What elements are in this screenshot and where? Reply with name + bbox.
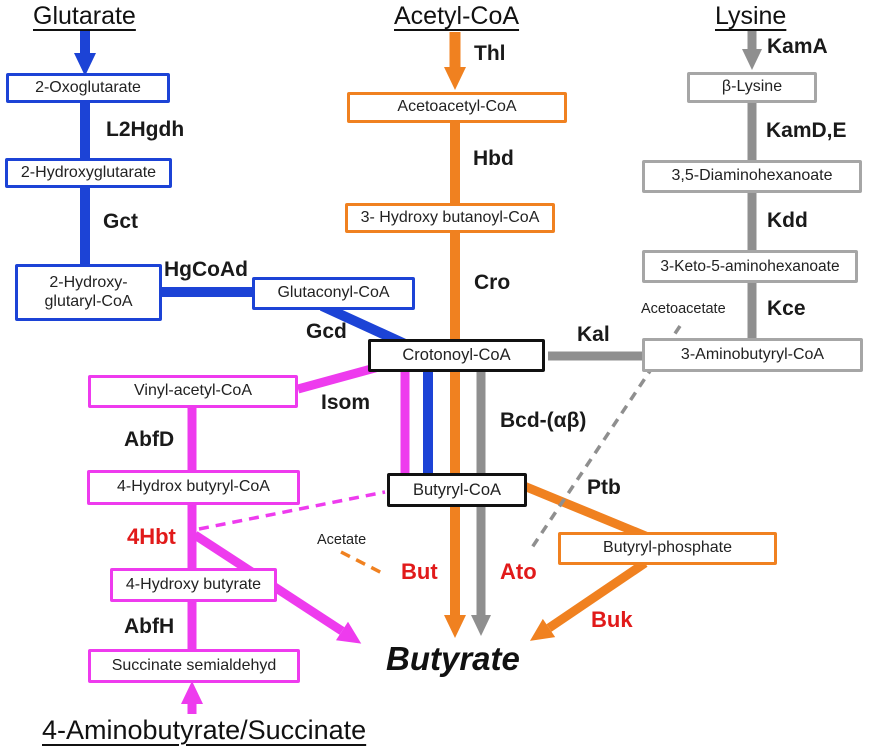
enzyme-thl: Thl [474,42,506,65]
enzyme-abfd: AbfD [124,428,175,451]
box-3-hydroxy-butanoyl-coa: 3- Hydroxy butanoyl-CoA [345,203,555,233]
enzyme-kamde: KamD,E [766,119,847,142]
enzyme-ptb: Ptb [587,476,621,499]
box-butyryl-phosphate: Butyryl-phosphate [558,532,777,565]
enzyme-but: But [401,559,438,584]
header-aminobutyrate-succinate: 4-Aminobutyrate/Succinate [42,715,367,745]
lysine-pathway-lines [471,31,762,636]
enzyme-hgcoad: HgCoAd [164,258,248,281]
arrow-buk-to-butyrate [529,559,648,641]
enzyme-isom: Isom [321,391,371,414]
enzyme-abfh: AbfH [124,615,175,638]
enzyme-l2hgdh: L2Hgdh [106,118,185,141]
header-acetyl-coa: Acetyl-CoA [394,2,520,30]
box-acetoacetyl-coa: Acetoacetyl-CoA [347,92,567,123]
enzyme-ato: Ato [500,559,537,584]
box-crotonoyl-coa: Crotonoyl-CoA [368,339,545,372]
box-glutaconyl-coa: Glutaconyl-CoA [252,277,415,310]
product-butyrate: Butyrate [386,640,520,677]
box-3-keto-5-aminohexanoate: 3-Keto-5-aminohexanoate [642,250,858,283]
header-lysine: Lysine [715,2,787,30]
enzyme-kama: KamA [767,35,828,58]
header-glutarate: Glutarate [33,2,136,30]
line-ptb [522,481,650,542]
enzyme-bcd-alpha-beta: Bcd-(αβ) [500,409,587,432]
enzyme-cro: Cro [474,271,511,294]
enzyme-4hbt: 4Hbt [127,524,176,549]
box-succinate-semialdehyd: Succinate semialdehyd [88,649,300,683]
enzyme-buk: Buk [591,607,633,632]
label-acetate: Acetate [317,532,367,548]
box-2-hydroxy-glutaryl-coa: 2-Hydroxy- glutaryl-CoA [15,264,162,321]
enzyme-gcd: Gcd [306,320,347,343]
enzyme-kce: Kce [767,297,806,320]
box-4-hydrox-butyryl-coa: 4-Hydrox butyryl-CoA [87,470,300,505]
box-vinyl-acetyl-coa: Vinyl-acetyl-CoA [88,375,298,408]
dashed-acetoacetate [527,325,682,553]
box-2-hydroxyglutarate: 2-Hydroxyglutarate [5,158,172,188]
enzyme-gct: Gct [103,210,139,233]
dashed-acetate [340,550,385,576]
box-3-5-diaminohexanoate: 3,5-Diaminohexanoate [642,160,862,193]
box-butyryl-coa: Butyryl-CoA [387,473,527,507]
enzyme-hbd: Hbd [473,147,514,170]
label-acetoacetate: Acetoacetate [641,301,726,317]
box-beta-lysine: β-Lysine [687,72,817,103]
box-3-aminobutyryl-coa: 3-Aminobutyryl-CoA [642,338,863,372]
box-4-hydroxy-butyrate: 4-Hydroxy butyrate [110,568,277,602]
enzyme-kdd: Kdd [767,209,808,232]
glutarate-pathway-lines [74,30,433,477]
enzyme-kal: Kal [577,323,610,346]
box-2-oxoglutarate: 2-Oxoglutarate [6,73,170,103]
dashed-4hbt [198,490,386,531]
